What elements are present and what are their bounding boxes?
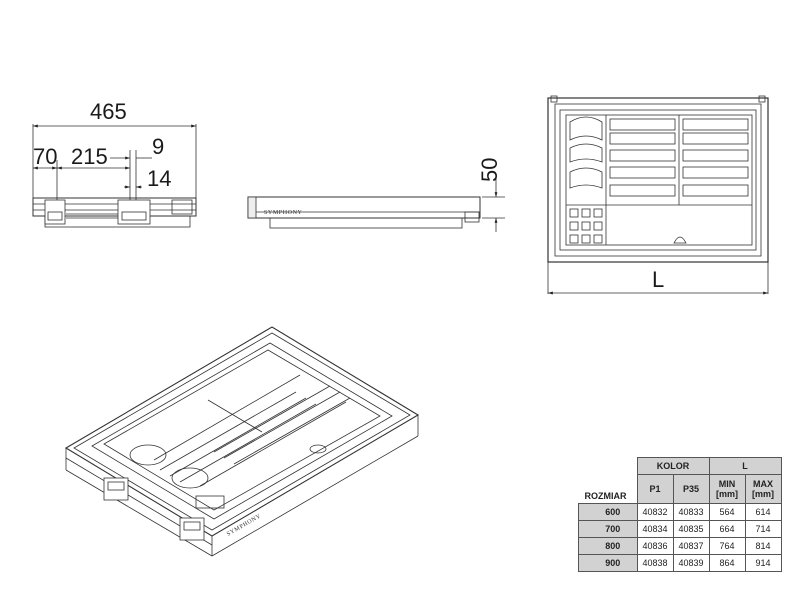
row-min: 864 [708, 554, 746, 572]
table-row: 600 40832 40833 564 614 [578, 503, 782, 521]
header-max: MAX [mm] [744, 474, 782, 504]
header-p35: P35 [672, 474, 710, 504]
header-p1: P1 [636, 474, 674, 504]
front-view [32, 124, 197, 228]
header-size: ROZMIAR [578, 457, 638, 504]
row-min: 664 [708, 520, 746, 538]
side-brand-label: SYMPHONY [264, 210, 303, 216]
dim-offset-left: 70 [33, 144, 57, 169]
header-color-group: KOLOR [636, 457, 710, 475]
table-row: 900 40838 40839 864 914 [578, 554, 782, 572]
dim-gap-small: 9 [152, 134, 164, 159]
row-min: 764 [708, 537, 746, 555]
row-max: 714 [744, 520, 782, 538]
dim-gap-small2: 14 [147, 166, 171, 191]
isometric-view [64, 326, 420, 557]
row-p1: 40836 [636, 537, 674, 555]
row-size: 700 [578, 520, 638, 538]
row-p1: 40834 [636, 520, 674, 538]
dim-offset-mid: 215 [71, 144, 108, 169]
header-length-group: L [708, 457, 782, 475]
row-p1: 40832 [636, 503, 674, 521]
size-table: ROZMIAR KOLOR L P1 P35 MIN [mm] MAX [mm]… [578, 457, 782, 572]
dim-height: 50 [477, 158, 502, 182]
top-view [547, 95, 769, 295]
row-p35: 40833 [672, 503, 710, 521]
row-size: 900 [578, 554, 638, 572]
row-p35: 40837 [672, 537, 710, 555]
row-p1: 40838 [636, 554, 674, 572]
table-row: 700 40834 40835 664 714 [578, 520, 782, 538]
table-row: 800 40836 40837 764 814 [578, 537, 782, 555]
row-p35: 40835 [672, 520, 710, 538]
dim-length: L [652, 267, 664, 292]
row-size: 800 [578, 537, 638, 555]
row-min: 564 [708, 503, 746, 521]
row-size: 600 [578, 503, 638, 521]
row-p35: 40839 [672, 554, 710, 572]
row-max: 614 [744, 503, 782, 521]
header-min: MIN [mm] [708, 474, 746, 504]
dim-overall-width: 465 [90, 99, 127, 124]
row-max: 914 [744, 554, 782, 572]
row-max: 814 [744, 537, 782, 555]
side-view [247, 175, 505, 232]
